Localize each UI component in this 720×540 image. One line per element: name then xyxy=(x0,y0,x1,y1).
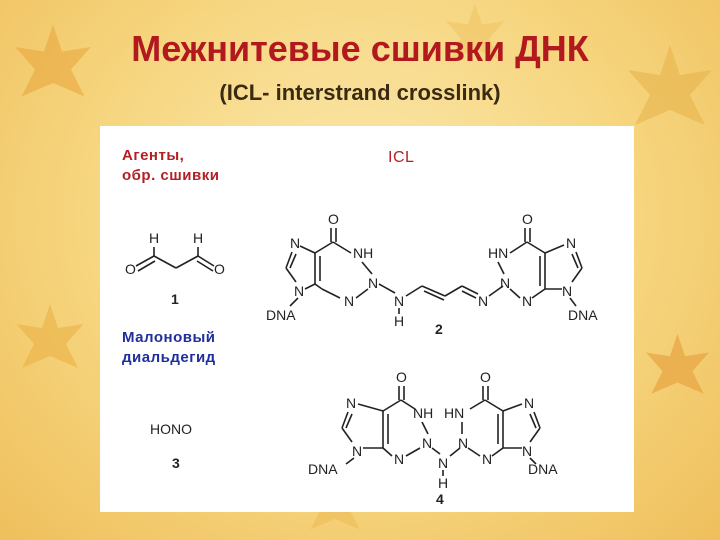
malondialdehyde-structure: H H O O 1 xyxy=(125,230,225,307)
atom-n: N xyxy=(352,443,362,459)
hono-formula: HONO xyxy=(150,421,192,437)
atom-n: N xyxy=(566,235,576,251)
atom-n: N xyxy=(458,435,468,451)
leaf-decoration xyxy=(16,304,84,368)
atom-n: N xyxy=(294,283,304,299)
atom-n: N xyxy=(290,235,300,251)
malondialdehyde-label-line2: диальдегид xyxy=(122,349,216,366)
atom-n: N xyxy=(368,275,378,291)
atom-n: N xyxy=(522,293,532,309)
crosslink-structure-2: O NH N N N N DNA N xyxy=(266,211,598,337)
dna-label: DNA xyxy=(568,307,598,323)
compound-number-4: 4 xyxy=(436,491,444,507)
atom-n: N xyxy=(394,451,404,467)
dna-label: DNA xyxy=(528,461,558,477)
atom-n: N xyxy=(482,451,492,467)
atom-hn: HN xyxy=(488,245,508,261)
structures-svg: H H O O 1 HONO 3 O NH N xyxy=(125,211,598,507)
atom-h: H xyxy=(438,475,448,491)
atom-o: O xyxy=(480,369,491,385)
atom-nh: NH xyxy=(413,405,433,421)
atom-n: N xyxy=(500,275,510,291)
agents-label-line2: обр. сшивки xyxy=(122,167,220,184)
slide-subtitle: (ICL- interstrand crosslink) xyxy=(219,80,501,105)
atom-n: N xyxy=(422,435,432,451)
leaf-decoration xyxy=(646,333,709,394)
atom-n: N xyxy=(438,455,448,471)
atom-o: O xyxy=(125,261,136,277)
compound-number-3: 3 xyxy=(172,455,180,471)
atom-h: H xyxy=(193,230,203,246)
compound-number-2: 2 xyxy=(435,321,443,337)
atom-h: H xyxy=(394,313,404,329)
atom-o: O xyxy=(328,211,339,227)
atom-o: O xyxy=(522,211,533,227)
chemistry-figure: Агенты, обр. сшивки ICL Малоновый диальд… xyxy=(100,126,634,512)
leaf-decoration xyxy=(445,3,505,60)
icl-label: ICL xyxy=(388,149,415,166)
atom-n: N xyxy=(394,293,404,309)
atom-nh: NH xyxy=(353,245,373,261)
atom-hn: HN xyxy=(444,405,464,421)
atom-h: H xyxy=(149,230,159,246)
atom-n: N xyxy=(522,443,532,459)
atom-n: N xyxy=(346,395,356,411)
crosslink-structure-4: O NH N N N N DNA N H xyxy=(308,369,558,507)
atom-n: N xyxy=(344,293,354,309)
agents-label-line1: Агенты, xyxy=(122,147,185,164)
atom-n: N xyxy=(524,395,534,411)
atom-o: O xyxy=(396,369,407,385)
atom-o: O xyxy=(214,261,225,277)
malondialdehyde-label-line1: Малоновый xyxy=(122,329,216,346)
leaf-decoration xyxy=(15,24,91,97)
dna-label: DNA xyxy=(266,307,296,323)
atom-n: N xyxy=(562,283,572,299)
atom-n: N xyxy=(478,293,488,309)
slide-title: Межнитевые сшивки ДНК xyxy=(131,28,589,69)
leaf-decoration xyxy=(628,45,712,125)
dna-label: DNA xyxy=(308,461,338,477)
compound-number-1: 1 xyxy=(171,291,179,307)
